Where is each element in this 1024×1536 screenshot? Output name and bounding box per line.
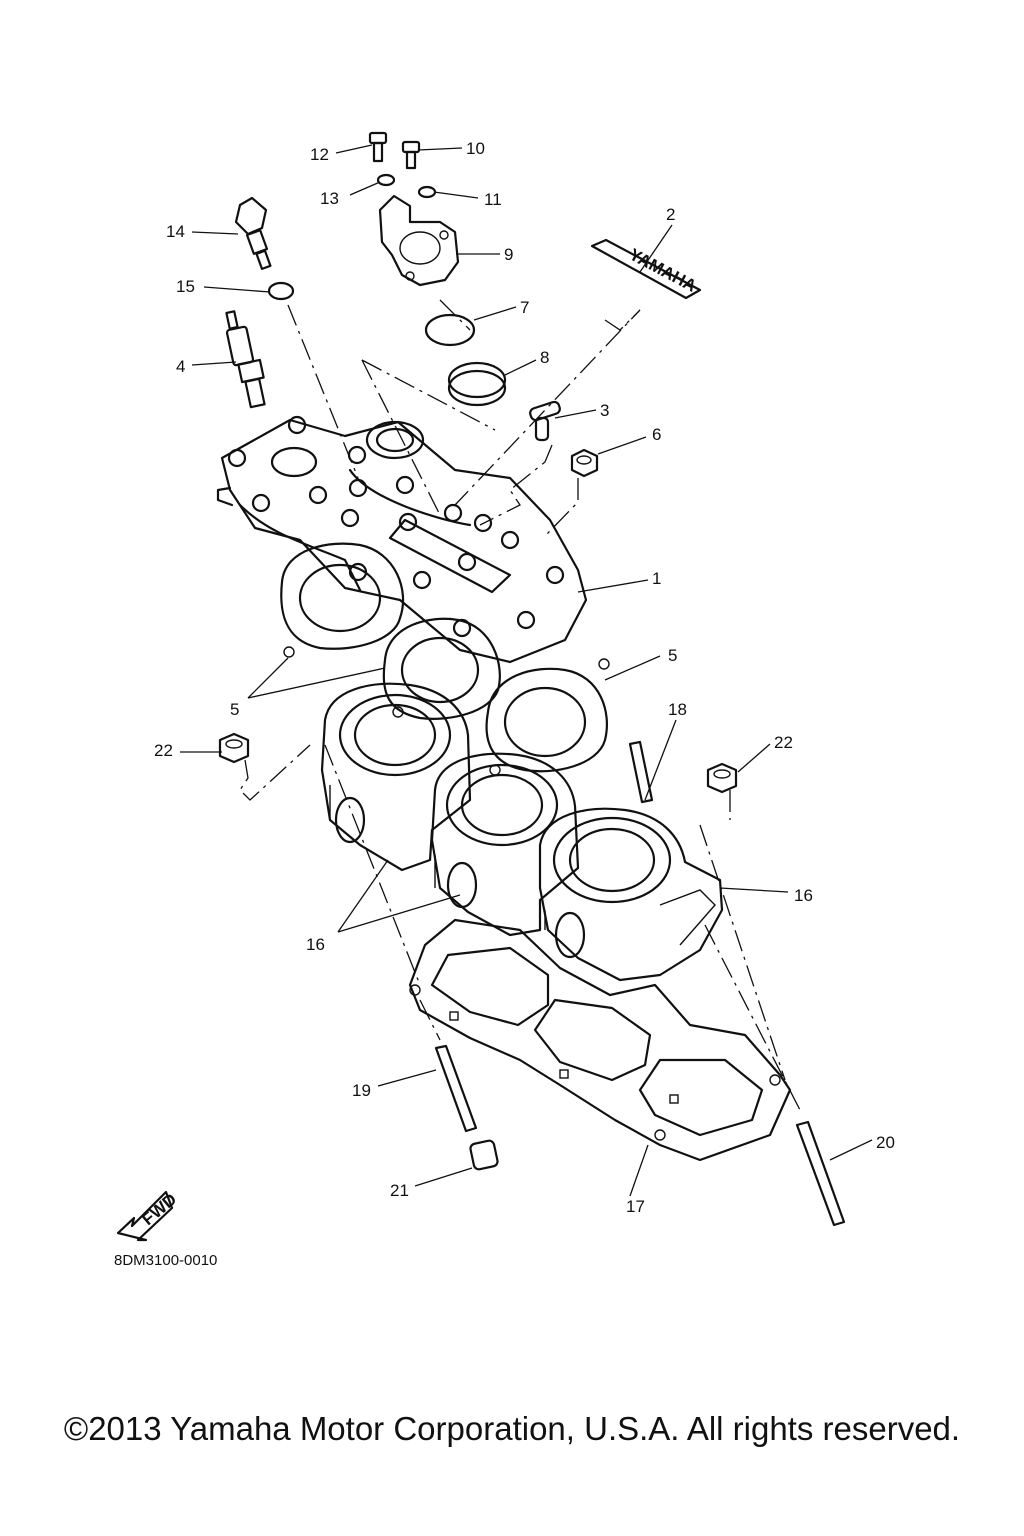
- temp-sensor-14: [234, 196, 272, 270]
- decal-2: YAMAHA: [590, 238, 702, 300]
- seal-8: [447, 361, 507, 407]
- callout-13: 13: [320, 189, 339, 208]
- callout-4: 4: [176, 357, 185, 376]
- nut-22-right: [706, 762, 738, 794]
- stud-18: [628, 740, 654, 804]
- stud-19: [434, 1044, 478, 1133]
- nut-22-left: [218, 732, 250, 764]
- callout-20: 20: [876, 1133, 895, 1152]
- callout-labels: 12 10 13 11 14 2 9 15 7 4 8 3 6 1 5 5 18…: [154, 139, 895, 1216]
- callout-5-left: 5: [230, 700, 239, 719]
- callout-16-right: 16: [794, 886, 813, 905]
- base-gasket-17: [408, 918, 792, 1162]
- drawing-code: 8DM3100-0010: [114, 1252, 218, 1269]
- washer-13: [376, 173, 396, 187]
- callout-19: 19: [352, 1081, 371, 1100]
- fwd-arrow-icon: FWD: [116, 1190, 180, 1242]
- washer-15: [267, 281, 295, 301]
- callout-5-right: 5: [668, 646, 677, 665]
- thermo-cover-9: [378, 194, 460, 287]
- cylinder-head-1: [216, 415, 588, 664]
- callout-10: 10: [466, 139, 485, 158]
- alignment-lines: [239, 299, 801, 1111]
- stud-20: [795, 1120, 846, 1227]
- callout-21: 21: [390, 1181, 409, 1200]
- callout-12: 12: [310, 145, 329, 164]
- callout-16-left: 16: [306, 935, 325, 954]
- bolt-10: [401, 140, 421, 170]
- callout-3: 3: [600, 401, 609, 420]
- callout-8: 8: [540, 348, 549, 367]
- callout-2: 2: [666, 205, 675, 224]
- callout-1: 1: [652, 569, 661, 588]
- fwd-label: FWD: [138, 1190, 180, 1229]
- callout-22-right: 22: [774, 733, 793, 752]
- bolt-12: [368, 131, 388, 163]
- o-ring-7: [424, 313, 476, 347]
- washer-11: [417, 185, 437, 199]
- callout-22-left: 22: [154, 741, 173, 760]
- callout-17: 17: [626, 1197, 645, 1216]
- callout-6: 6: [652, 425, 661, 444]
- callout-18: 18: [668, 700, 687, 719]
- cylinders-16: [320, 682, 724, 982]
- copyright-notice: ©2013 Yamaha Motor Corporation, U.S.A. A…: [63, 1410, 961, 1447]
- nut-6: [570, 448, 599, 478]
- leader-lines: [180, 144, 873, 1197]
- callout-9: 9: [504, 245, 513, 264]
- spark-plug-4: [225, 310, 266, 409]
- callout-15: 15: [176, 277, 195, 296]
- callout-14: 14: [166, 222, 185, 241]
- dowel-21: [469, 1139, 499, 1171]
- callout-11: 11: [484, 190, 502, 209]
- callout-7: 7: [520, 298, 529, 317]
- head-gaskets-5: [280, 542, 610, 776]
- fitting-3: [529, 400, 561, 442]
